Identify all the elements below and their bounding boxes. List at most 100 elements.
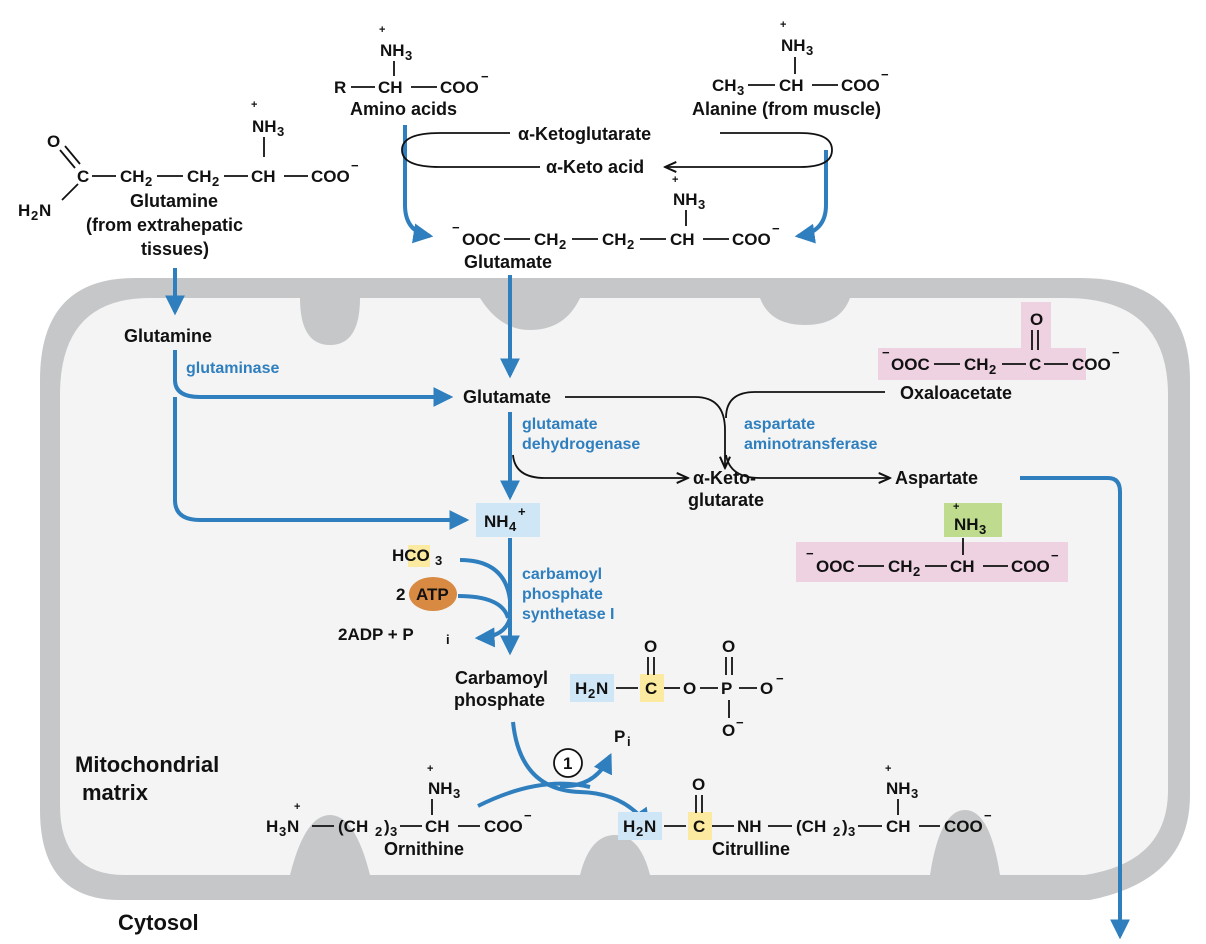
pi-release-arrow bbox=[559, 752, 612, 789]
svg-text:H: H bbox=[623, 817, 635, 836]
svg-text:synthetase I: synthetase I bbox=[522, 606, 614, 623]
svg-text:4: 4 bbox=[509, 519, 517, 534]
svg-text:O: O bbox=[722, 721, 735, 740]
black-arrows bbox=[401, 132, 890, 478]
svg-text:NH: NH bbox=[673, 190, 698, 209]
svg-text:3: 3 bbox=[737, 83, 744, 98]
svg-text:2: 2 bbox=[636, 824, 643, 839]
oxaloacetate-label: Oxaloacetate bbox=[900, 383, 1012, 403]
svg-text:O: O bbox=[47, 132, 60, 151]
glutamine-ext-label: Glutamine bbox=[130, 191, 218, 211]
svg-text:O: O bbox=[1030, 310, 1043, 329]
aspartate-structure: + NH 3 − OOC CH 2 CH COO − bbox=[796, 501, 1068, 582]
gdh-to-ketoglutarate-line bbox=[512, 454, 688, 478]
svg-text:O: O bbox=[760, 679, 773, 698]
svg-text:2: 2 bbox=[913, 564, 920, 579]
svg-text:CH: CH bbox=[534, 230, 559, 249]
adp-output-arrow bbox=[474, 617, 512, 648]
svg-text:CH: CH bbox=[120, 167, 145, 186]
svg-text:(from extrahepatic: (from extrahepatic bbox=[86, 215, 243, 235]
svg-text:−: − bbox=[481, 69, 489, 84]
svg-text:i: i bbox=[446, 632, 450, 647]
svg-text:OOC: OOC bbox=[891, 355, 930, 374]
svg-text:phosphate: phosphate bbox=[454, 690, 545, 710]
svg-text:O: O bbox=[644, 637, 657, 656]
svg-text:−: − bbox=[736, 715, 744, 730]
citrulline-structure: O H 2 N C NH (CH 2 ) 3 + NH 3 CH COO − C… bbox=[618, 763, 992, 859]
svg-text:P: P bbox=[721, 679, 732, 698]
svg-text:3: 3 bbox=[911, 786, 918, 801]
svg-text:phosphate: phosphate bbox=[522, 586, 603, 603]
svg-text:COO: COO bbox=[1072, 355, 1111, 374]
svg-text:NH: NH bbox=[380, 41, 405, 60]
oxaloacetate-structure: O − OOC CH 2 C COO − Oxaloacetate bbox=[878, 302, 1120, 403]
glutamine-to-ammonium-arrow bbox=[173, 397, 470, 530]
svg-text:2: 2 bbox=[396, 585, 405, 604]
svg-text:2: 2 bbox=[833, 824, 840, 839]
svg-text:C: C bbox=[645, 679, 657, 698]
svg-text:dehydrogenase: dehydrogenase bbox=[522, 436, 640, 453]
svg-text:CH: CH bbox=[886, 817, 911, 836]
svg-text:NH: NH bbox=[484, 512, 509, 531]
aspartate-to-cytosol-arrow bbox=[1020, 476, 1130, 940]
step-1-label: 1 bbox=[563, 754, 572, 773]
svg-text:N: N bbox=[39, 201, 51, 220]
svg-text:3: 3 bbox=[848, 824, 855, 839]
svg-text:NH: NH bbox=[252, 117, 277, 136]
svg-text:CH: CH bbox=[779, 76, 804, 95]
svg-text:N: N bbox=[596, 679, 608, 698]
svg-text:O: O bbox=[692, 775, 705, 794]
svg-text:tissues): tissues) bbox=[141, 239, 209, 259]
pi-release: P i bbox=[614, 727, 631, 749]
glutamate-to-ast-line bbox=[565, 396, 725, 468]
matrix-label: Mitochondrial bbox=[75, 752, 219, 777]
svg-text:NH: NH bbox=[737, 817, 762, 836]
carbamoyl-to-citrulline-arrow bbox=[511, 721, 650, 829]
svg-text:OOC: OOC bbox=[462, 230, 501, 249]
svg-text:3: 3 bbox=[806, 43, 813, 58]
alanine-label: Alanine (from muscle) bbox=[692, 99, 881, 119]
step-1-marker bbox=[553, 748, 583, 778]
svg-text:COO: COO bbox=[311, 167, 350, 186]
amino-acids-label: Amino acids bbox=[350, 99, 457, 119]
svg-text:(CH: (CH bbox=[796, 817, 826, 836]
svg-text:+: + bbox=[953, 501, 959, 513]
svg-text:CH: CH bbox=[378, 78, 403, 97]
ornithine-structure: + NH 3 + H 3 N (CH 2 ) 3 CH COO − Ornith… bbox=[266, 763, 532, 859]
svg-text:NH: NH bbox=[781, 36, 806, 55]
glutamine-extrahepatic-structure: + NH 3 O C H 2 N CH 2 CH 2 CH COO − Glut… bbox=[18, 99, 359, 259]
svg-text:+: + bbox=[672, 174, 678, 186]
mitochondrion bbox=[40, 278, 1190, 900]
svg-text:OOC: OOC bbox=[816, 557, 855, 576]
svg-text:−: − bbox=[1051, 548, 1059, 563]
svg-text:3: 3 bbox=[279, 824, 286, 839]
svg-text:+: + bbox=[294, 801, 300, 813]
atp: 2 ATP bbox=[396, 577, 457, 611]
svg-text:COO: COO bbox=[944, 817, 983, 836]
svg-text:3: 3 bbox=[698, 197, 705, 212]
svg-text:−: − bbox=[882, 345, 890, 360]
bicarbonate: HCO 3 bbox=[392, 545, 442, 568]
svg-text:+: + bbox=[885, 763, 891, 775]
blue-arrows bbox=[165, 125, 1130, 940]
svg-text:2: 2 bbox=[559, 237, 566, 252]
svg-text:2: 2 bbox=[145, 174, 152, 189]
amino-acids-structure: + NH 3 R CH COO − Amino acids bbox=[334, 24, 489, 119]
oxaloacetate-to-ast-line bbox=[725, 391, 885, 419]
svg-text:3: 3 bbox=[390, 824, 397, 839]
glutamate-matrix-label: Glutamate bbox=[463, 387, 551, 407]
svg-text:−: − bbox=[772, 221, 780, 236]
ornithine-label: Ornithine bbox=[384, 839, 464, 859]
svg-text:COO: COO bbox=[484, 817, 523, 836]
alanine-structure: + NH 3 CH 3 CH COO − Alanine (from muscl… bbox=[692, 19, 889, 119]
svg-text:C: C bbox=[1029, 355, 1041, 374]
aspartate-label: Aspartate bbox=[895, 468, 978, 488]
svg-text:3: 3 bbox=[277, 124, 284, 139]
svg-text:CH: CH bbox=[602, 230, 627, 249]
matrix-space bbox=[60, 298, 1168, 875]
svg-text:CH: CH bbox=[187, 167, 212, 186]
svg-text:(CH: (CH bbox=[338, 817, 368, 836]
cytosol-label: Cytosol bbox=[118, 910, 199, 935]
svg-text:COO: COO bbox=[732, 230, 771, 249]
